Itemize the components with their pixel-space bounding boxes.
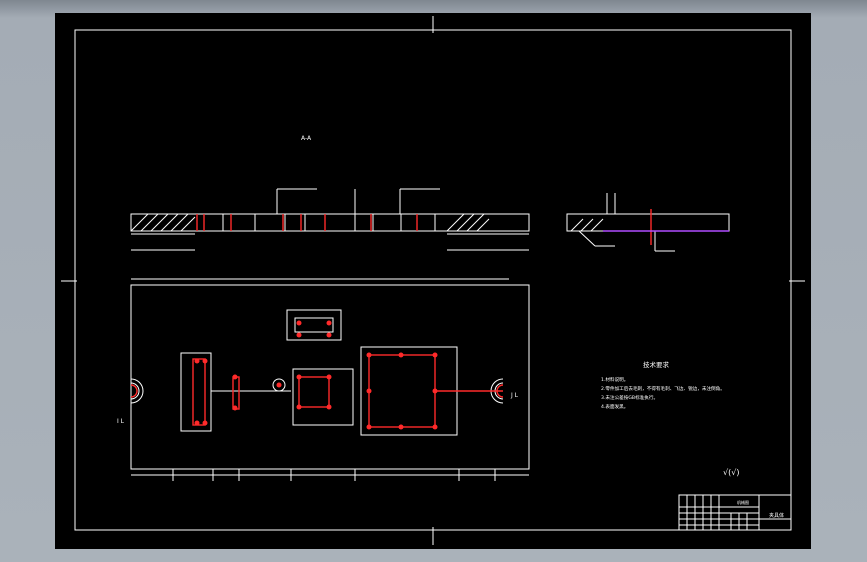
technical-requirements: 技术要求 1.材料说明。 2.零件加工后去毛刺，不得有毛刺、飞边、锐边，未注倒角… <box>601 360 725 410</box>
side-annotation-left: I L <box>117 418 125 425</box>
roughness-mark: √(√) <box>723 468 739 477</box>
tech-req-line-1: 1.材料说明。 <box>601 376 628 383</box>
drawing-border <box>74 29 792 531</box>
tech-req-line-4: 4.表面发黑。 <box>601 403 628 410</box>
title-block: 夹具体 机械图 <box>678 494 792 531</box>
title-cell-name: 夹具体 <box>769 512 784 519</box>
plan-view <box>130 278 530 481</box>
tech-req-line-2: 2.零件加工后去毛刺，不得有毛刺、飞边、锐边，未注倒角。 <box>601 385 725 392</box>
side-section-view <box>566 193 730 252</box>
section-view <box>130 188 530 251</box>
title-cell-title: 机械图 <box>737 499 749 505</box>
tech-req-line-3: 3.未注公差按GB标准执行。 <box>601 394 658 401</box>
drawing-sheet[interactable]: A-A <box>55 13 811 549</box>
tech-req-title: 技术要求 <box>643 360 670 369</box>
section-label: A-A <box>301 135 312 142</box>
centering-marks <box>61 16 805 545</box>
side-annotation-right: J L <box>510 392 519 399</box>
cad-drawing: A-A <box>61 16 805 545</box>
